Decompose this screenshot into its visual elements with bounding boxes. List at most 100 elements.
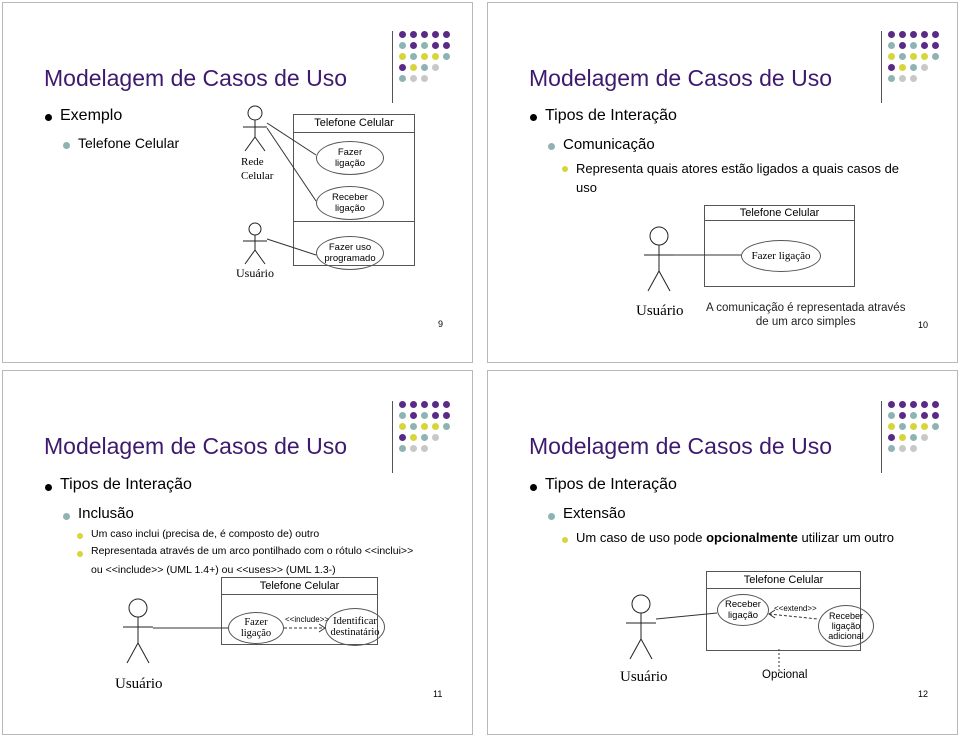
page-number: 9	[438, 319, 444, 329]
grid-dot	[399, 423, 406, 430]
grid-dot	[910, 53, 917, 60]
grid-dot	[399, 42, 406, 49]
use-case-receber-ligacao: Receber ligação	[717, 594, 769, 626]
bullet-icon	[548, 513, 555, 520]
grid-dot	[399, 445, 406, 452]
stick-figure-icon	[626, 594, 656, 660]
bullet-level3: Um caso de uso pode opcionalmente utiliz…	[576, 530, 894, 545]
grid-dot	[910, 434, 917, 441]
bullet-icon	[77, 533, 83, 539]
grid-dot	[888, 434, 895, 441]
grid-dot	[910, 412, 917, 419]
grid-dot	[410, 423, 417, 430]
dot-grid-icon	[399, 31, 459, 91]
use-case-fazer-ligacao: Fazer ligação	[741, 240, 821, 272]
slide-12: Modelagem de Casos de Uso Tipos de Inter…	[487, 370, 958, 735]
grid-dot	[888, 75, 895, 82]
grid-dot	[899, 42, 906, 49]
bullet-level1: Tipos de Interação	[545, 107, 677, 124]
grid-dot	[410, 64, 417, 71]
grid-dot	[399, 53, 406, 60]
grid-dot	[899, 412, 906, 419]
grid-dot	[899, 53, 906, 60]
grid-dot	[399, 401, 406, 408]
slide-title: Modelagem de Casos de Uso	[529, 433, 832, 459]
grid-dot	[888, 412, 895, 419]
use-case-fazer-ligacao: Fazer ligação	[316, 141, 384, 175]
bullet-icon	[530, 114, 537, 121]
slide-9: Modelagem de Casos de Uso Exemplo Telefo…	[2, 2, 473, 363]
grid-dot	[932, 401, 939, 408]
bullet-icon	[548, 143, 555, 150]
bullet-icon	[562, 166, 568, 172]
bullet-icon	[530, 484, 537, 491]
grid-dot	[932, 423, 939, 430]
grid-dot	[921, 53, 928, 60]
bullet-level1: Tipos de Interação	[60, 476, 192, 493]
grid-dot	[888, 31, 895, 38]
association-line	[153, 627, 228, 629]
grid-dot	[932, 53, 939, 60]
bullet-icon	[562, 537, 568, 543]
grid-dot	[432, 53, 439, 60]
grid-dot	[888, 445, 895, 452]
divider	[881, 31, 882, 103]
grid-dot	[921, 42, 928, 49]
grid-dot	[899, 64, 906, 71]
grid-dot	[432, 434, 439, 441]
grid-dot	[399, 434, 406, 441]
grid-dot	[410, 42, 417, 49]
grid-dot	[921, 412, 928, 419]
grid-dot	[410, 445, 417, 452]
grid-dot	[888, 42, 895, 49]
grid-dot	[910, 423, 917, 430]
actor-label: Usuário	[636, 303, 684, 319]
bullet-icon	[45, 114, 52, 121]
dot-grid-icon	[888, 31, 948, 91]
bullet-level2: Inclusão	[78, 505, 134, 522]
page-number: 10	[918, 320, 929, 330]
grid-dot	[899, 434, 906, 441]
grid-dot	[410, 401, 417, 408]
grid-dot	[443, 412, 450, 419]
grid-dot	[432, 31, 439, 38]
grid-dot	[410, 31, 417, 38]
divider	[392, 401, 393, 473]
grid-dot	[399, 75, 406, 82]
grid-dot	[921, 31, 928, 38]
optional-note: Opcional	[762, 669, 808, 681]
grid-dot	[921, 401, 928, 408]
bullet-level2: Comunicação	[563, 136, 655, 153]
divider	[392, 31, 393, 103]
grid-dot	[899, 401, 906, 408]
grid-dot	[421, 42, 428, 49]
grid-dot	[443, 423, 450, 430]
use-case-receber-ligacao-adicional: Receber ligação adicional	[818, 605, 874, 647]
extend-arrow	[768, 609, 819, 671]
grid-dot	[888, 53, 895, 60]
slide-11: Modelagem de Casos de Uso Tipos de Inter…	[2, 370, 473, 735]
grid-dot	[421, 31, 428, 38]
grid-dot	[410, 412, 417, 419]
grid-dot	[921, 64, 928, 71]
grid-dot	[421, 53, 428, 60]
association-line	[674, 254, 741, 256]
annotation-note: A comunicação é representada através de …	[706, 302, 906, 328]
bullet-icon	[63, 513, 70, 520]
grid-dot	[932, 31, 939, 38]
grid-dot	[410, 75, 417, 82]
use-case-fazer-ligacao: Fazer ligação	[228, 612, 284, 644]
use-case-receber-ligacao: Receber ligação	[316, 186, 384, 220]
grid-dot	[899, 31, 906, 38]
grid-dot	[421, 423, 428, 430]
association-line	[655, 612, 718, 620]
bullet-icon	[45, 484, 52, 491]
grid-dot	[432, 42, 439, 49]
system-title: Telefone Celular	[707, 572, 860, 589]
use-case-identificar-destinatario: Identificar destinatário	[325, 608, 385, 646]
bullet-level3: Representa quais atores estão ligados a …	[576, 161, 900, 195]
grid-dot	[432, 64, 439, 71]
system-title: Telefone Celular	[705, 206, 854, 221]
actor-label: Usuário	[236, 266, 274, 280]
grid-dot	[421, 401, 428, 408]
